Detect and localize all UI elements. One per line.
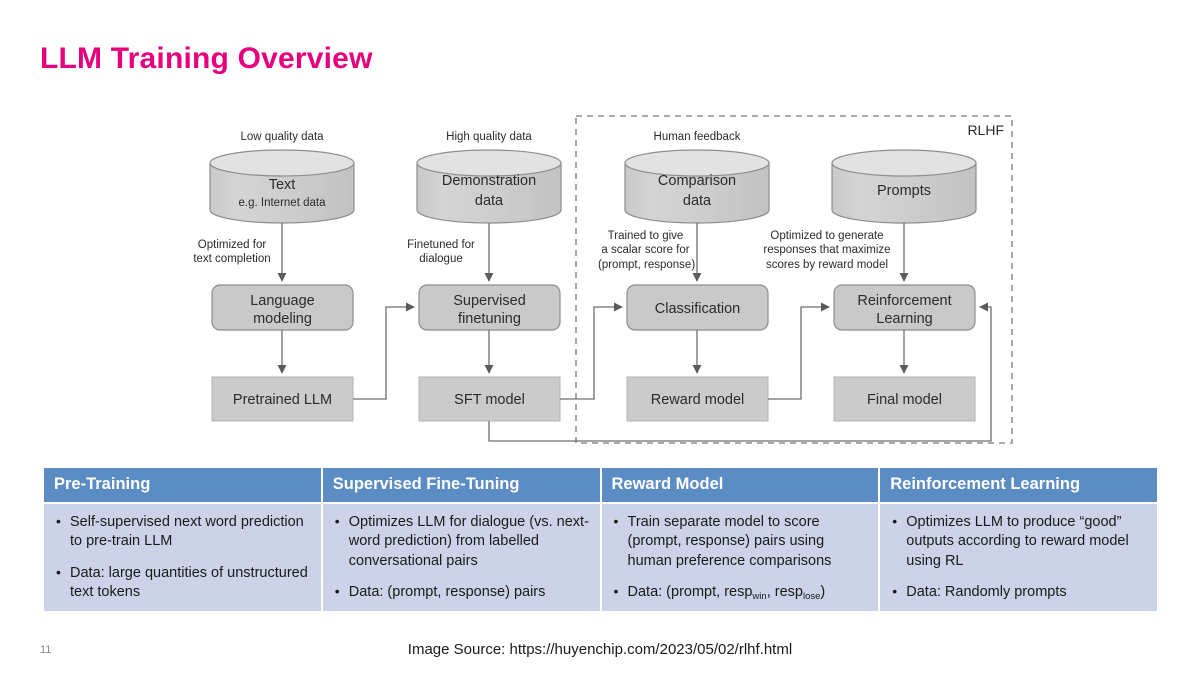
list-item: Train separate model to score (prompt, r… <box>608 512 871 571</box>
image-source-caption: Image Source: https://huyenchip.com/2023… <box>407 641 793 658</box>
process-box-1 <box>211 284 354 331</box>
cylinder-demonstration-data <box>416 149 562 224</box>
edge-sftmodel-to-rl-feedback <box>488 302 992 442</box>
list-item: Data: (prompt, response) pairs <box>329 582 592 602</box>
table-row: Self-supervised next word prediction to … <box>44 504 1157 611</box>
table-header-row: Pre-Training Supervised Fine-Tuning Rewa… <box>44 468 1157 502</box>
list-item: Data: Randomly prompts <box>886 582 1149 602</box>
diagram-canvas <box>209 115 1013 444</box>
edge-reward-to-rl <box>768 302 830 400</box>
list-item: Optimizes LLM to produce “good” outputs … <box>886 512 1149 571</box>
llm-training-diagram: RLHF Low quality data High quality data … <box>193 115 1013 444</box>
table-header-reward-model: Reward Model <box>601 468 879 502</box>
process-box-3 <box>626 284 769 331</box>
table-header-pre-training: Pre-Training <box>44 468 321 502</box>
bullet-list-reward-model: Train separate model to score (prompt, r… <box>608 512 871 603</box>
edge-sftmodel-to-classification <box>560 302 623 400</box>
bullet-list-reinforcement-learning: Optimizes LLM to produce “good” outputs … <box>886 512 1149 603</box>
table-header-supervised-fine-tuning: Supervised Fine-Tuning <box>322 468 600 502</box>
process-box-2 <box>418 284 561 331</box>
table-cell-supervised-fine-tuning: Optimizes LLM for dialogue (vs. next-wor… <box>322 504 600 611</box>
list-item: Data: (prompt, respwin, resplose) <box>608 582 871 602</box>
table-header-reinforcement-learning: Reinforcement Learning <box>880 468 1157 502</box>
rlhf-boundary <box>575 115 1013 444</box>
table-cell-pre-training: Self-supervised next word prediction to … <box>44 504 321 611</box>
artifact-box-4 <box>833 376 976 422</box>
list-item: Data: large quantities of unstructured t… <box>50 563 313 603</box>
table-cell-reinforcement-learning: Optimizes LLM to produce “good” outputs … <box>880 504 1157 611</box>
artifact-box-1 <box>211 376 354 422</box>
bullet-list-pre-training: Self-supervised next word prediction to … <box>50 512 313 603</box>
list-item: Self-supervised next word prediction to … <box>50 512 313 552</box>
list-item: Optimizes LLM for dialogue (vs. next-wor… <box>329 512 592 571</box>
summary-table: Pre-Training Supervised Fine-Tuning Rewa… <box>42 466 1159 613</box>
artifact-box-3 <box>626 376 769 422</box>
edge-pretrained-to-sft <box>353 302 415 400</box>
page-title: LLM Training Overview <box>40 42 373 75</box>
table-cell-reward-model: Train separate model to score (prompt, r… <box>601 504 879 611</box>
artifact-box-2 <box>418 376 561 422</box>
cylinder-comparison-data <box>624 149 770 224</box>
bullet-list-supervised-fine-tuning: Optimizes LLM for dialogue (vs. next-wor… <box>329 512 592 603</box>
process-box-4 <box>833 284 976 331</box>
cylinder-text <box>209 149 355 224</box>
cylinder-prompts <box>831 149 977 224</box>
page-number: 11 <box>40 644 52 656</box>
